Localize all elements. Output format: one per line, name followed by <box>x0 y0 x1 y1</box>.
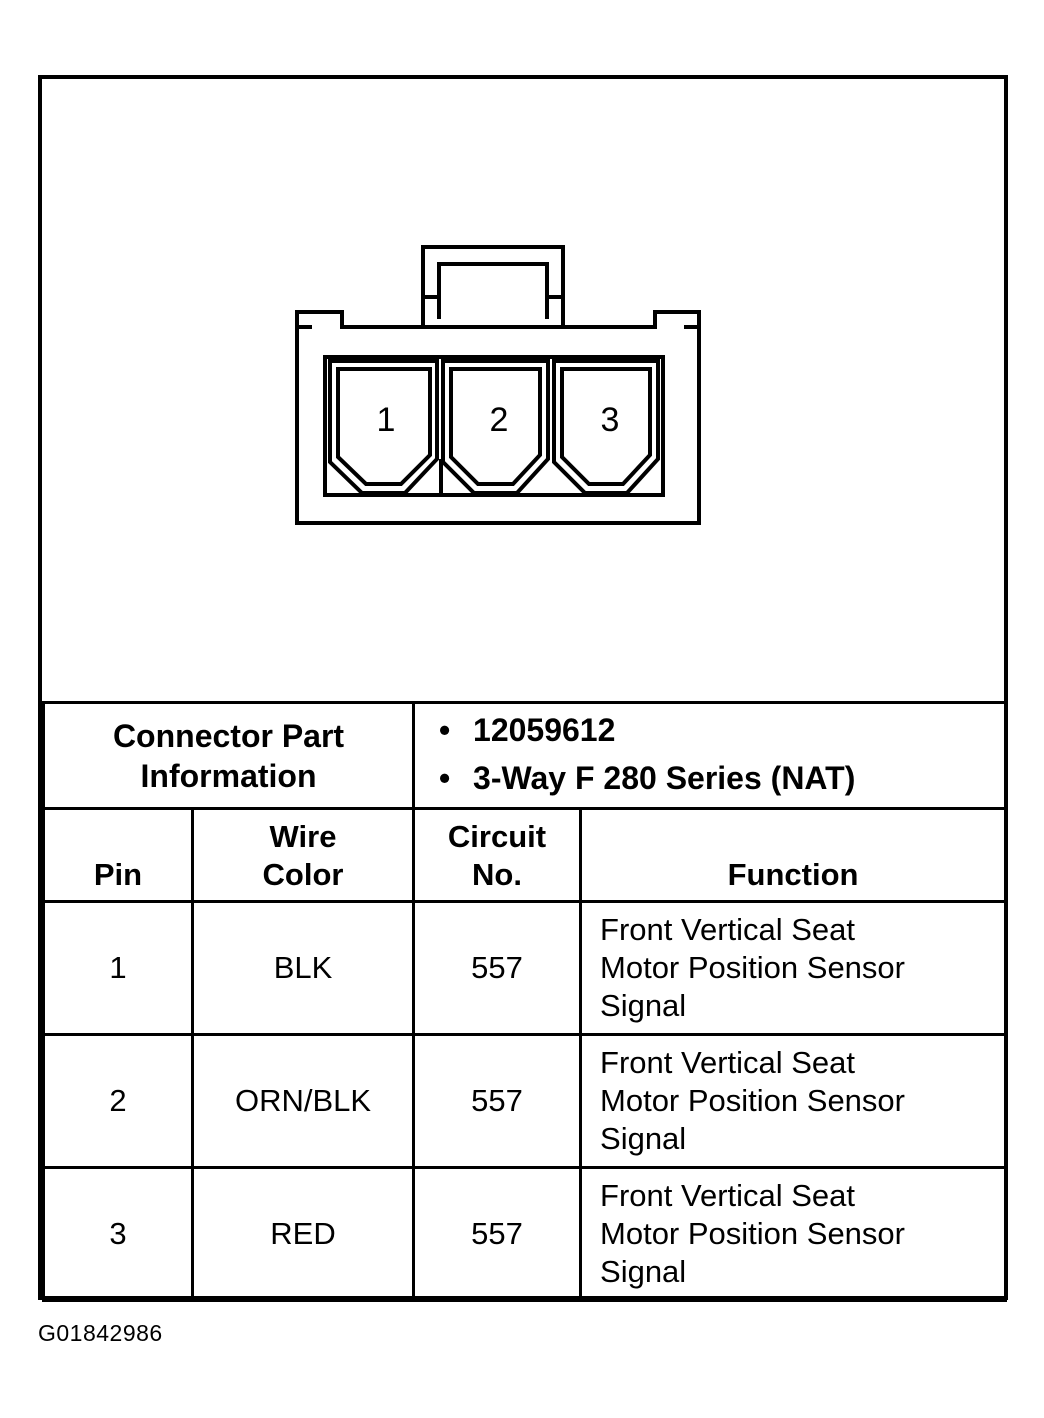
wire-color-cell: RED <box>190 1166 416 1302</box>
table-row: 3 RED 557 Front Vertical Seat Motor Posi… <box>42 1166 1008 1302</box>
header-pin: Pin <box>42 807 194 903</box>
diagram-frame: 1 2 3 Connector Part Information 1205961… <box>38 75 1008 1302</box>
connector-series: 3-Way F 280 Series (NAT) <box>439 754 1004 802</box>
circuit-cell: 557 <box>412 1033 583 1169</box>
figure-id: G01842986 <box>38 1320 163 1346</box>
circuit-cell: 557 <box>412 1166 583 1302</box>
connector-lock-tab <box>421 245 565 327</box>
cavity-3 <box>552 359 660 495</box>
cavity-label-1: 1 <box>377 401 396 439</box>
table-row: 1 BLK 557 Front Vertical Seat Motor Posi… <box>42 900 1008 1036</box>
pin-cell: 1 <box>42 900 194 1036</box>
cavity-label-3: 3 <box>601 401 620 439</box>
header-circuit-no: Circuit No. <box>412 807 583 903</box>
part-info-label-line1: Connector Part <box>112 717 345 754</box>
part-info-values: 12059612 3-Way F 280 Series (NAT) <box>412 701 1008 810</box>
table-row: 2 ORN/BLK 557 Front Vertical Seat Motor … <box>42 1033 1008 1169</box>
connector-info-table: Connector Part Information 12059612 3-Wa… <box>41 701 1008 1302</box>
table-header-row: Pin Wire Color Circuit No. Function <box>42 807 1008 903</box>
part-info-list: 12059612 3-Way F 280 Series (NAT) <box>415 706 1004 802</box>
connector-drawing-area: 1 2 3 <box>42 79 1004 701</box>
function-cell: Front Vertical Seat Motor Position Senso… <box>579 1033 1008 1169</box>
header-wire-color: Wire Color <box>190 807 416 903</box>
part-info-row: Connector Part Information 12059612 3-Wa… <box>41 701 1008 810</box>
circuit-cell: 557 <box>412 900 583 1036</box>
cavity-label-2: 2 <box>490 401 509 439</box>
connector-lock-tab-inner <box>437 262 549 319</box>
part-info-label: Connector Part Information <box>41 701 416 810</box>
connector-body <box>295 310 701 525</box>
header-function: Function <box>579 807 1008 903</box>
pin-cell: 3 <box>42 1166 194 1302</box>
pin-cell: 2 <box>42 1033 194 1169</box>
connector-face-view: 1 2 3 <box>295 245 701 525</box>
function-cell: Front Vertical Seat Motor Position Senso… <box>579 1166 1008 1302</box>
wire-color-cell: ORN/BLK <box>190 1033 416 1169</box>
function-cell: Front Vertical Seat Motor Position Senso… <box>579 900 1008 1036</box>
cavity-1 <box>328 359 439 495</box>
part-info-label-line2: Information <box>140 757 317 794</box>
part-number: 12059612 <box>439 706 1004 754</box>
wire-color-cell: BLK <box>190 900 416 1036</box>
